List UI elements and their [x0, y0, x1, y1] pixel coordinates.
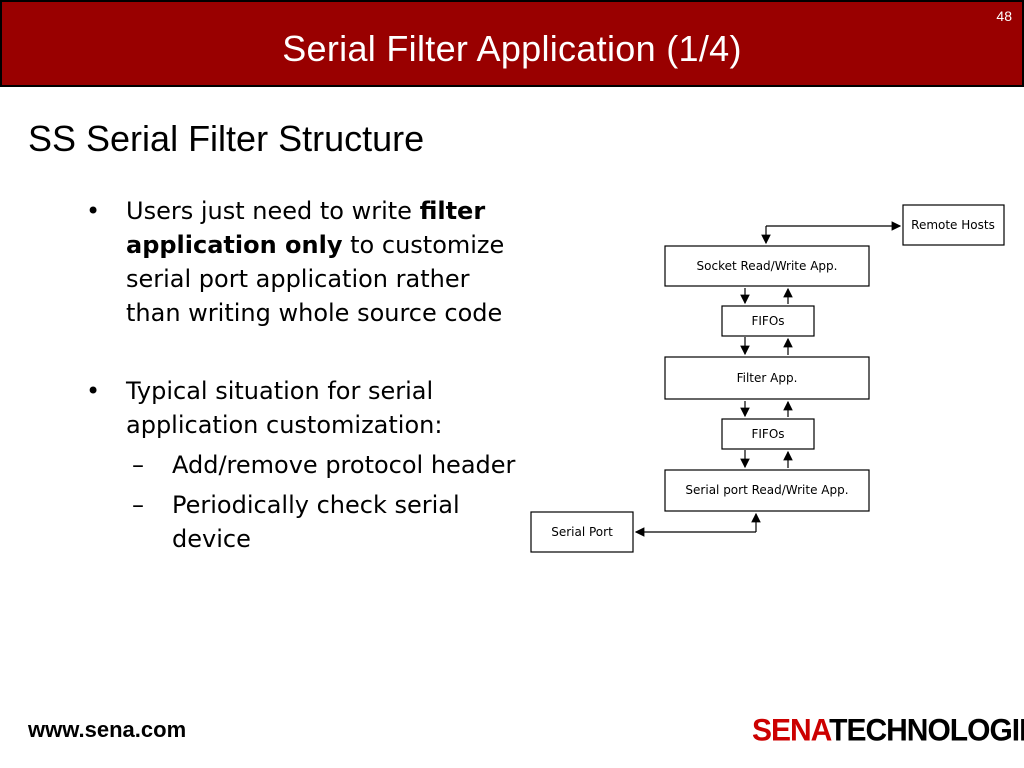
bullet-item: • Users just need to write filter applic…	[86, 194, 526, 330]
dash-marker: –	[132, 451, 144, 479]
logo-black-part: TECHNOLOGIES	[829, 713, 1024, 748]
bullet-dot: •	[86, 377, 101, 405]
logo-red-part: SENA	[752, 713, 830, 748]
bullet-list: • Users just need to write filter applic…	[86, 194, 526, 600]
sub-bullet-item: – Add/remove protocol header	[126, 448, 526, 482]
slide-subtitle: SS Serial Filter Structure	[28, 118, 425, 159]
structure-diagram: Remote Hosts Socket Read/Write App. FIFO…	[530, 204, 1005, 553]
dash-marker: –	[132, 491, 144, 519]
sub-bullet-list: – Add/remove protocol header – Periodica…	[126, 448, 526, 556]
filter-app-label: Filter App.	[737, 371, 798, 385]
bullet-text-bold: filter application only	[126, 197, 486, 259]
serial-port-label: Serial Port	[551, 525, 613, 539]
slide-title: Serial Filter Application (1/4)	[282, 28, 742, 69]
bullet-text-pre: Users just need to write	[126, 197, 420, 225]
bullet-text-post: to customize serial port application rat…	[126, 231, 505, 327]
title-bar: 48 Serial Filter Application (1/4)	[0, 0, 1024, 87]
sub-bullet-text: Periodically check serial device	[172, 491, 460, 553]
sub-bullet-item: – Periodically check serial device	[126, 488, 526, 556]
fifos-top-label: FIFOs	[751, 314, 784, 328]
company-logo: SENATECHNOLOGIES	[752, 713, 1024, 749]
bullet-dot: •	[86, 197, 101, 225]
footer-url: www.sena.com	[28, 717, 187, 742]
serial-app-box	[664, 469, 870, 512]
fifos-bottom-box	[721, 418, 815, 450]
bullet-item: • Typical situation for serial applicati…	[86, 374, 526, 556]
serial-app-label: Serial port Read/Write App.	[685, 483, 848, 497]
serial-port-box	[530, 511, 634, 553]
remote-hosts-label: Remote Hosts	[911, 218, 995, 232]
fifos-bottom-label: FIFOs	[751, 427, 784, 441]
slide-number: 48	[996, 8, 1012, 24]
socket-app-label: Socket Read/Write App.	[697, 259, 838, 273]
socket-app-box	[664, 245, 870, 287]
sub-bullet-text: Add/remove protocol header	[172, 451, 516, 479]
fifos-top-box	[721, 305, 815, 337]
bullet-text: Typical situation for serial application…	[126, 377, 443, 439]
filter-app-box	[664, 356, 870, 400]
remote-hosts-box	[902, 204, 1005, 246]
